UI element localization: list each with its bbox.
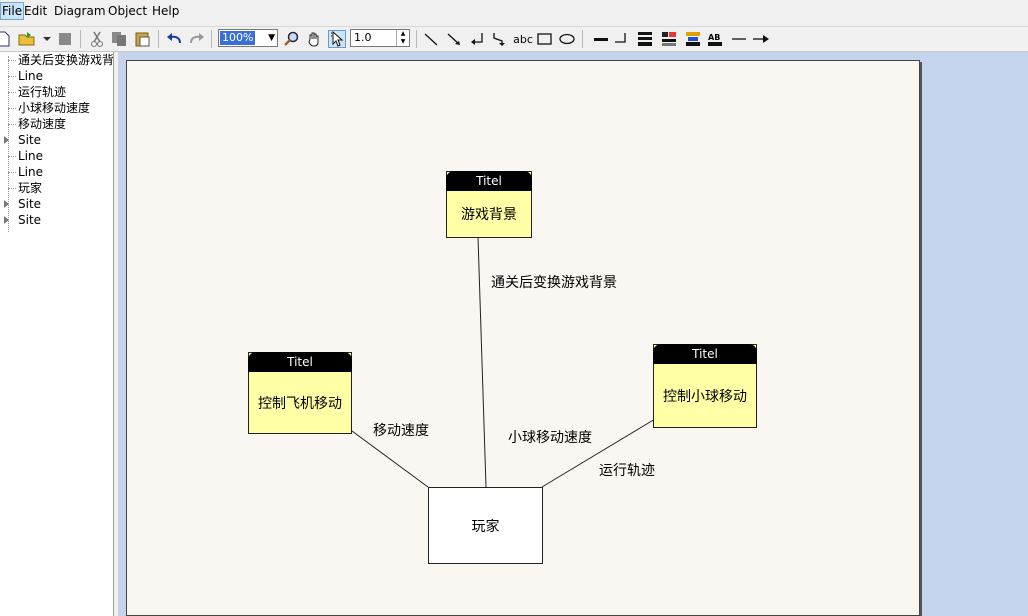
line-weight-icon[interactable] (592, 30, 610, 48)
rectangle-tool-icon[interactable] (536, 30, 554, 48)
edge-label-speed[interactable]: 移动速度 (373, 423, 429, 439)
redo-icon[interactable] (188, 30, 206, 48)
node-title: Titel (653, 344, 757, 364)
line-width-spinner[interactable]: 1.0 ▲▼ (350, 29, 410, 47)
node-title: Titel (248, 352, 352, 372)
zoom-value: 100% (220, 31, 256, 45)
node-text: 游戏背景 (461, 207, 517, 223)
splitter[interactable] (114, 52, 118, 616)
tree-item[interactable]: Line (18, 165, 44, 179)
object-tree-panel[interactable]: 通关后变换游戏背 Line 运行轨迹 小球移动速度 移动速度 Site Line… (0, 52, 114, 616)
toolbar-separator (158, 30, 159, 48)
color-palette-icon[interactable] (660, 30, 678, 48)
open-folder-icon[interactable] (18, 30, 36, 48)
expand-arrow-icon[interactable] (4, 200, 9, 208)
node-title: Titel (446, 171, 532, 191)
menu-help[interactable]: Help (152, 4, 180, 18)
zoom-magnifier-icon[interactable] (282, 30, 300, 48)
line-tool-icon[interactable] (422, 30, 440, 48)
edge-label-track[interactable]: 运行轨迹 (599, 463, 655, 479)
toolbar-separator (80, 30, 81, 48)
font-style-icon[interactable]: AB (706, 30, 724, 48)
stop-icon[interactable] (56, 30, 74, 48)
ellipse-tool-icon[interactable] (558, 30, 576, 48)
node-text: 控制飞机移动 (258, 395, 342, 412)
arrow-line-end-icon[interactable] (752, 30, 770, 48)
chevron-down-icon: ▼ (268, 33, 275, 43)
svg-text:AB: AB (708, 33, 720, 42)
node-control-plane[interactable]: Titel 控制飞机移动 (248, 352, 352, 434)
text-tool-icon[interactable]: abc (513, 32, 533, 46)
plain-line-end-icon[interactable] (730, 30, 748, 48)
hand-pan-icon[interactable] (305, 30, 323, 48)
paste-icon[interactable] (134, 30, 152, 48)
menu-bar: File Edit Diagram Object Help (0, 0, 1028, 27)
select-pointer-icon[interactable] (328, 30, 346, 48)
menu-file[interactable]: File (0, 2, 25, 20)
fill-color-icon[interactable] (636, 30, 654, 48)
highlight-color-icon[interactable] (684, 30, 702, 48)
toolbar-separator (416, 30, 417, 48)
tree-item[interactable]: 移动速度 (18, 117, 67, 131)
node-text: 控制小球移动 (663, 388, 747, 405)
node-player[interactable]: 玩家 (428, 487, 543, 564)
tree-item[interactable]: 玩家 (18, 181, 43, 195)
tree-item[interactable]: 通关后变换游戏背 (18, 53, 114, 67)
spinner-buttons[interactable]: ▲▼ (396, 30, 409, 46)
node-control-ball[interactable]: Titel 控制小球移动 (653, 344, 757, 428)
arrow-line-tool-icon[interactable] (445, 30, 463, 48)
cut-icon[interactable] (88, 30, 106, 48)
tree-item[interactable]: Site (18, 197, 42, 211)
menu-diagram[interactable]: Diagram (54, 4, 106, 18)
edge-label-ball-speed[interactable]: 小球移动速度 (508, 430, 592, 446)
toolbar: 100% ▼ 1.0 ▲▼ abc (0, 27, 1028, 52)
menu-object[interactable]: Object (108, 4, 148, 18)
tree-guide-line (8, 56, 9, 232)
undo-icon[interactable] (165, 30, 183, 48)
line-style-icon[interactable] (612, 30, 630, 48)
tree-item[interactable]: 运行轨迹 (18, 85, 67, 99)
tree-item[interactable]: 小球移动速度 (18, 101, 91, 115)
tree-item[interactable]: Line (18, 69, 44, 83)
elbow-connector-icon[interactable] (468, 30, 486, 48)
toolbar-separator (582, 30, 583, 48)
node-game-background[interactable]: Titel 游戏背景 (446, 171, 532, 238)
expand-arrow-icon[interactable] (4, 216, 9, 224)
menu-edit[interactable]: Edit (24, 4, 48, 18)
line-width-value: 1.0 (354, 31, 372, 44)
tree-item[interactable]: Site (18, 133, 42, 147)
edge-label-background[interactable]: 通关后变换游戏背景 (491, 275, 617, 291)
toolbar-separator (211, 30, 212, 48)
expand-arrow-icon[interactable] (4, 136, 9, 144)
zoom-select[interactable]: 100% ▼ (218, 29, 278, 47)
curve-connector-icon[interactable] (490, 30, 508, 48)
copy-icon[interactable] (110, 30, 128, 48)
dropdown-arrow-icon[interactable] (38, 30, 56, 48)
tree-item[interactable]: Line (18, 149, 44, 163)
tree-item[interactable]: Site (18, 213, 42, 227)
new-file-icon[interactable] (0, 30, 12, 48)
